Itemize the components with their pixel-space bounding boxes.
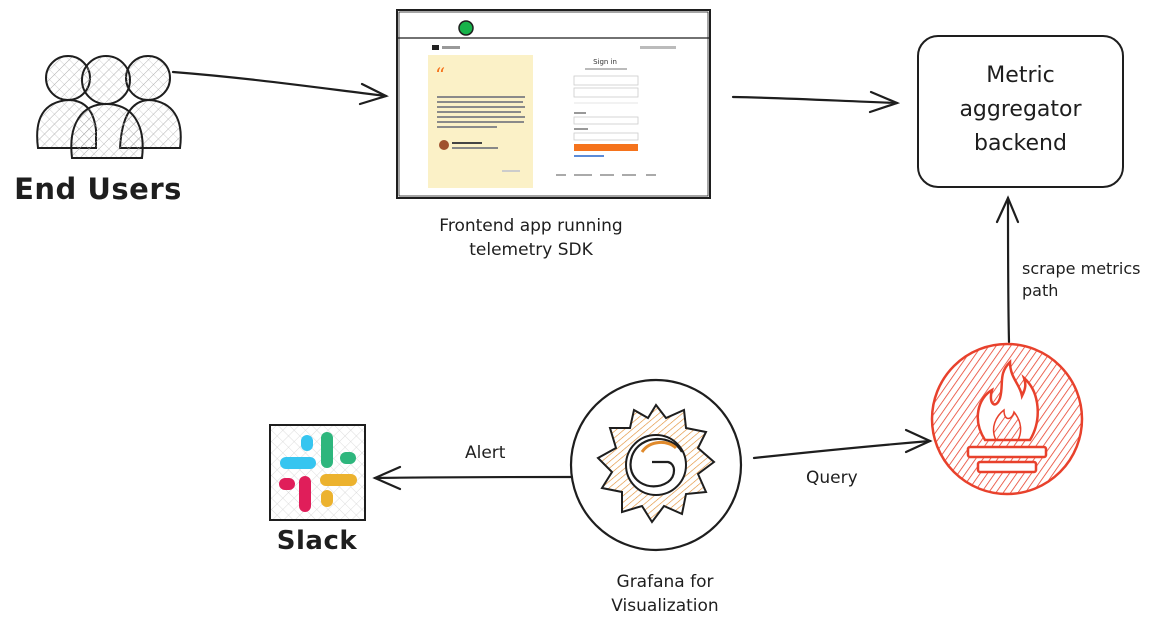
edge-frontend-to-backend <box>731 90 901 114</box>
query-label: Query <box>806 468 858 488</box>
grafana-caption-line1: Grafana for <box>616 572 714 592</box>
sign-in-title: Sign in <box>593 58 617 66</box>
frontend-caption: Frontend app running telemetry SDK <box>400 214 662 262</box>
frontend-caption-line2: telemetry SDK <box>469 240 593 260</box>
edge-query <box>752 428 933 460</box>
edge-alert <box>372 465 574 491</box>
scrape-label-line1: scrape metrics <box>1022 259 1141 278</box>
scrape-label-line2: path <box>1022 281 1059 300</box>
end-users-icon <box>36 55 182 159</box>
edge-scrape <box>995 195 1020 344</box>
backend-box <box>917 35 1124 188</box>
backend-label: Metric aggregator backend <box>918 59 1123 161</box>
frontend-app-screenshot: “ Sign in <box>396 9 711 199</box>
backend-label-line3: backend <box>974 131 1067 156</box>
scrape-label: scrape metrics path <box>1022 258 1140 302</box>
grafana-caption-line2: Visualization <box>611 596 719 616</box>
window-dot-icon <box>458 20 474 36</box>
slack-label: Slack <box>276 526 358 556</box>
quote-mark: “ <box>435 63 445 87</box>
grafana-caption: Grafana for Visualization <box>560 570 770 618</box>
slack-logo-icon <box>269 424 366 521</box>
backend-label-line1: Metric <box>986 63 1055 88</box>
end-users-label: End Users <box>14 172 182 206</box>
sign-in-button <box>574 144 638 151</box>
frontend-caption-line1: Frontend app running <box>439 216 623 236</box>
alert-label: Alert <box>465 443 506 463</box>
prometheus-icon <box>930 342 1084 496</box>
backend-label-line2: aggregator <box>959 97 1082 122</box>
grafana-icon <box>569 378 743 552</box>
edge-users-to-frontend <box>171 70 389 106</box>
